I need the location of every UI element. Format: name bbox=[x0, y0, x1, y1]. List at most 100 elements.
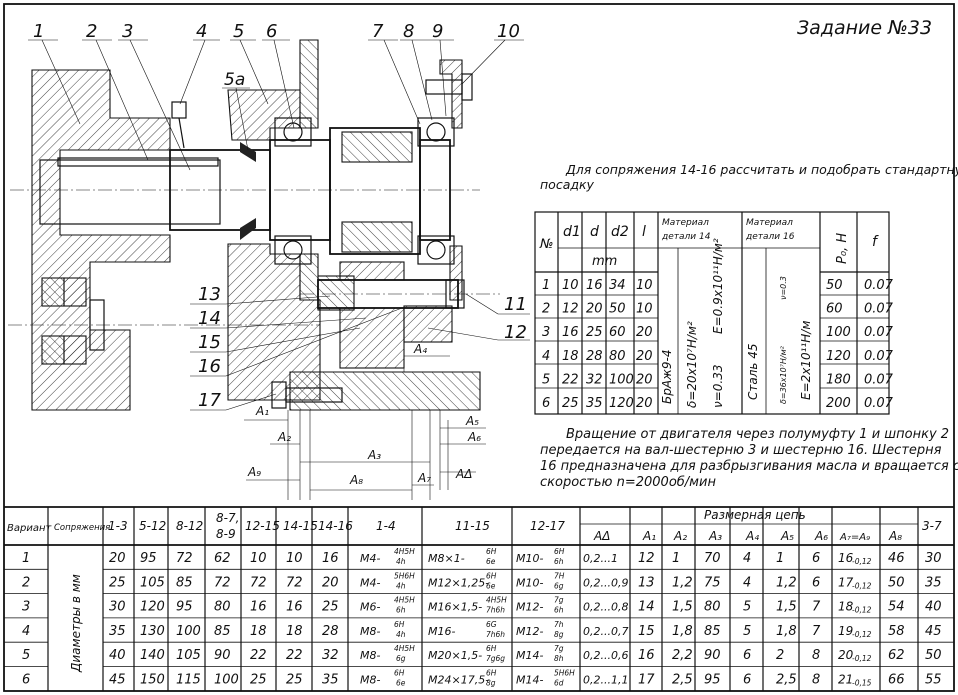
mtable-cell-12-17-lower: 8h bbox=[554, 654, 564, 663]
mtable-cell-1-4-lower: 6h bbox=[396, 606, 406, 615]
mtable-cell-1-4-lower: 6e bbox=[396, 679, 406, 688]
mtable-header-12-15: 12-15 bbox=[245, 519, 280, 533]
callout-16: 16 bbox=[198, 356, 221, 377]
mtable-header-12-17: 12-17 bbox=[530, 519, 565, 533]
mtable-cell-ad: 0,2...1 bbox=[583, 552, 618, 565]
mat16-nu: ν=0.3 bbox=[779, 276, 788, 300]
ptable-cell-l: 20 bbox=[636, 325, 653, 340]
mtable-cell-8-12: 72 bbox=[176, 551, 193, 566]
mtable-cell-12-17-thread: M14- bbox=[516, 674, 543, 687]
mtable-cell-a3: 70 bbox=[704, 551, 721, 566]
ptable-cell-f: 0.07 bbox=[864, 396, 894, 411]
key bbox=[57, 157, 219, 167]
mtable-cell-a6: 7 bbox=[812, 600, 821, 615]
mtable-cell-variant: 2 bbox=[22, 575, 30, 590]
mtable-header-8-9: 8-9 bbox=[216, 527, 236, 541]
mtable-cell-a4: 6 bbox=[743, 673, 751, 688]
mtable-cell-a79: 21 bbox=[838, 673, 853, 687]
ptable-cell-d2: 60 bbox=[609, 325, 626, 340]
mtable-cell-a2: 1 bbox=[672, 551, 680, 566]
task-text-line2: посадку bbox=[540, 177, 595, 192]
mtable-cell-12-17-thread: M10- bbox=[516, 552, 543, 565]
ptable-cell-f: 0.07 bbox=[864, 349, 894, 364]
mat14-e: E=0.9x10¹¹H/м² bbox=[711, 238, 725, 334]
mtable-cell-12-17-thread: M14- bbox=[516, 649, 543, 662]
mtable-cell-a79-tol: -0,12 bbox=[852, 606, 872, 615]
mtable-header-a1: A₁ bbox=[642, 529, 656, 543]
mtable-cell-a1: 14 bbox=[638, 600, 655, 615]
mtable-cell-1-4-upper: 4H5H bbox=[394, 644, 415, 653]
mtable-cell-1-4-lower: 4h bbox=[396, 557, 406, 566]
mtable-cell-a2: 1,8 bbox=[672, 624, 693, 639]
mtable-cell-a6: 6 bbox=[812, 551, 820, 566]
mtable-cell-11-15-lower: 7g6g bbox=[486, 654, 505, 663]
set-screw bbox=[171, 101, 187, 119]
mtable-cell-1-4-upper: 4H5H bbox=[394, 596, 415, 605]
mtable-header-8-7: 8-7, bbox=[216, 511, 239, 525]
mtable-cell-a6: 8 bbox=[812, 673, 820, 688]
mtable-cell-14-15: 18 bbox=[286, 624, 303, 639]
ptable-cell-num: 5 bbox=[542, 372, 550, 387]
ptable-cell-p0: 120 bbox=[826, 349, 851, 364]
mtable-cell-8-12: 105 bbox=[176, 648, 201, 663]
mtable-cell-3-7: 35 bbox=[925, 575, 942, 590]
mtable-cell-14-16: 20 bbox=[322, 575, 339, 590]
mtable-cell-11-15-thread: M16- bbox=[428, 625, 455, 638]
mtable-cell-11-15-upper: 4H5H bbox=[486, 596, 507, 605]
mtable-header-a2: A₂ bbox=[673, 529, 687, 543]
ptable-cell-d: 32 bbox=[586, 372, 603, 387]
mtable-header-a4: A₄ bbox=[745, 529, 759, 543]
mtable-cell-12-15: 25 bbox=[250, 673, 267, 688]
mtable-cell-8-7: 85 bbox=[214, 624, 231, 639]
callout-14: 14 bbox=[198, 308, 221, 329]
dim-a7: A₇ bbox=[417, 471, 431, 485]
ptable-header-p0: P₀, H bbox=[835, 233, 850, 264]
mtable-cell-a8: 50 bbox=[888, 575, 905, 590]
mtable-cell-a3: 85 bbox=[704, 624, 721, 639]
mtable-cell-8-12: 100 bbox=[176, 624, 201, 639]
mtable-cell-11-15-thread: M24×17,5- bbox=[428, 674, 489, 687]
mtable-cell-a5: 1,8 bbox=[776, 624, 797, 639]
callout-labels: 1 2 3 4 5 6 5a 7 8 9 10 11 12 13 14 15 1… bbox=[33, 21, 527, 411]
callout-2: 2 bbox=[86, 21, 97, 42]
mtable-header-a5: A₅ bbox=[780, 529, 794, 543]
mtable-cell-a3: 95 bbox=[704, 673, 721, 688]
mtable-cell-3-7: 40 bbox=[925, 600, 942, 615]
ptable-cell-d2: 50 bbox=[609, 302, 626, 317]
mtable-cell-a1: 17 bbox=[638, 673, 655, 688]
ptable-header-mat16-b: детали 16 bbox=[745, 232, 795, 242]
mtable-cell-8-12: 115 bbox=[176, 673, 201, 688]
ptable-cell-l: 20 bbox=[636, 372, 653, 387]
mtable-cell-5-12: 130 bbox=[140, 624, 165, 639]
ptable-header-mat14-b: детали 14 bbox=[661, 232, 711, 242]
callout-6: 6 bbox=[266, 21, 277, 42]
mtable-cell-a2: 1,2 bbox=[672, 575, 693, 590]
mtable-cell-ad: 0,2...0,8 bbox=[583, 601, 628, 614]
mtable-cell-12-17-lower: 8g bbox=[554, 630, 564, 639]
mtable-cell-a5: 1,2 bbox=[776, 575, 797, 590]
mtable-cell-12-17-upper: 6H bbox=[554, 547, 565, 556]
mtable-header-1-4: 1-4 bbox=[376, 519, 396, 533]
mtable-cell-variant: 5 bbox=[22, 648, 30, 663]
mtable-cell-a2: 2,2 bbox=[672, 648, 693, 663]
dim-a8: A₈ bbox=[349, 473, 363, 487]
mtable-cell-a8: 58 bbox=[888, 624, 905, 639]
mtable-cell-11-15-upper: 6H bbox=[486, 644, 497, 653]
mtable-cell-11-15-lower: 6e bbox=[486, 581, 496, 590]
ptable-cell-d1: 16 bbox=[562, 325, 579, 340]
mtable-cell-1-3: 35 bbox=[109, 624, 126, 639]
mtable-cell-a5: 1 bbox=[776, 551, 784, 566]
mtable-cell-a3: 80 bbox=[704, 600, 721, 615]
mtable-cell-11-15-lower: 8g bbox=[486, 679, 496, 688]
dim-a5: A₅ bbox=[465, 414, 479, 428]
dim-a1: A₁ bbox=[255, 404, 269, 418]
mtable-cell-a4: 4 bbox=[743, 575, 751, 590]
mtable-cell-11-15-thread: M16×1,5- bbox=[428, 601, 482, 614]
mtable-cell-5-12: 105 bbox=[140, 575, 165, 590]
callout-15: 15 bbox=[198, 332, 221, 353]
mtable-cell-3-7: 45 bbox=[925, 624, 942, 639]
mtable-cell-11-15-upper: 6H bbox=[486, 547, 497, 556]
mtable-cell-a6: 8 bbox=[812, 648, 820, 663]
